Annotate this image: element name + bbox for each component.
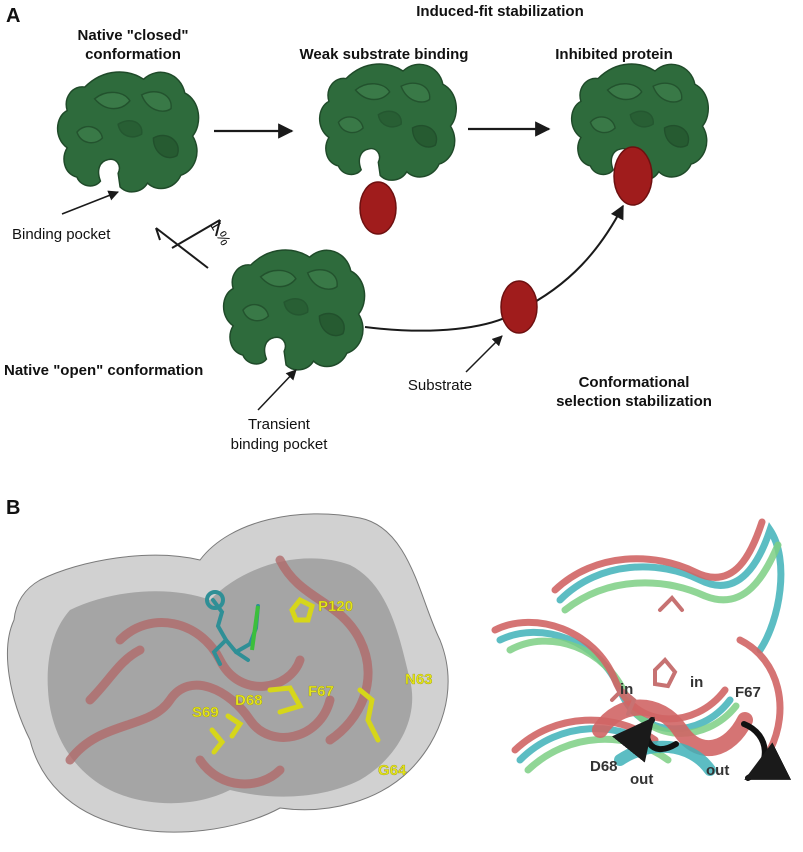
panel-b-letter: B [6, 497, 20, 519]
closed-protein-shape [56, 71, 200, 193]
residue-label-s69: S69 [192, 704, 219, 721]
right-label-d68: D68 [590, 758, 618, 775]
ligand-green-bond [250, 605, 260, 651]
induced-fit-title: Induced-fit stabilization [416, 3, 584, 20]
binding-pocket-pointer [61, 190, 119, 215]
side-chain-sticks [610, 595, 684, 716]
residue-label-p120: P120 [318, 598, 353, 615]
yellow-residues [209, 596, 381, 755]
inhibited-bound-substrate [613, 146, 653, 206]
rotation-arrow-f67 [741, 721, 792, 781]
right-label-f67: F67 [735, 684, 761, 701]
right-label-in-right: in [690, 674, 703, 691]
closed-conformation-title-line2: conformation [85, 46, 181, 63]
open-protein-shape [222, 249, 366, 371]
transient-pocket-pointer [257, 369, 297, 411]
surface-inner [47, 558, 413, 804]
right-ribbon-overlay-view [491, 518, 792, 781]
free-substrate [500, 280, 538, 334]
closed-conformation-title-line1: Native "closed" [78, 27, 189, 44]
substrate-label: Substrate [408, 377, 472, 394]
right-label-out-right: out [706, 762, 729, 779]
weak-binding-protein-shape [318, 63, 458, 181]
conformational-selection-path [364, 204, 624, 332]
residue-label-d68: D68 [235, 692, 263, 709]
salmon-helix [592, 699, 753, 756]
conformational-selection-title-line1: Conformational [579, 374, 690, 391]
conformational-selection-title-line2: selection stabilization [556, 393, 712, 410]
substrate-pointer [465, 335, 503, 373]
panel-a-letter: A [6, 5, 20, 27]
open-conformation-title: Native "open" conformation [4, 362, 203, 379]
rotation-arrow-d68 [612, 716, 679, 763]
transient-pocket-label-line2: binding pocket [231, 436, 329, 453]
left-protein-surface-view [6, 513, 449, 833]
residue-label-n63: N63 [405, 671, 433, 688]
inhibited-protein-title: Inhibited protein [555, 46, 673, 63]
equilibrium-percentage: 1 % [206, 218, 234, 249]
residue-label-f67: F67 [308, 683, 334, 700]
equilibrium-arrows [155, 219, 221, 269]
right-label-out-left: out [630, 771, 653, 788]
residue-label-g64: G64 [378, 762, 407, 779]
transient-pocket-label-line1: Transient [248, 416, 311, 433]
weak-bound-substrate [359, 181, 397, 235]
weak-substrate-binding-title: Weak substrate binding [300, 46, 469, 63]
right-label-in-left: in [620, 681, 633, 698]
binding-pocket-label: Binding pocket [12, 226, 111, 243]
